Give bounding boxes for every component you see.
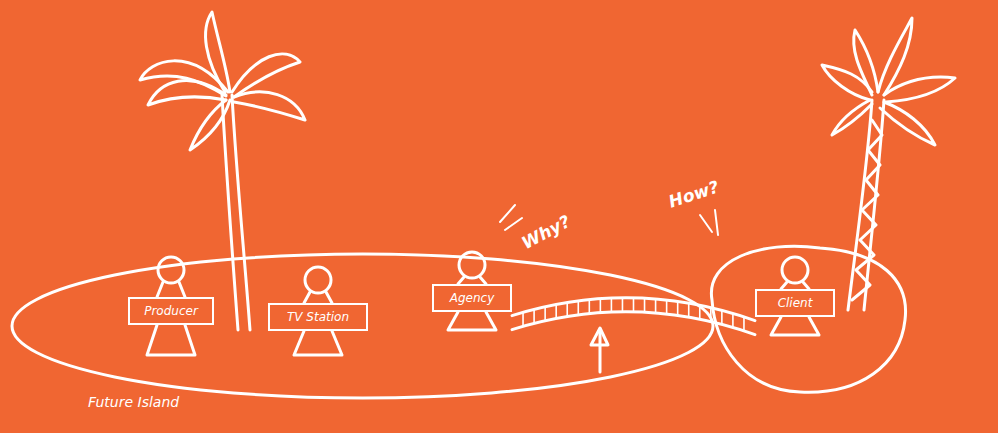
bridge-connector bbox=[512, 298, 755, 335]
person-node: TV Station bbox=[268, 265, 368, 355]
question-note: Why? bbox=[518, 211, 573, 253]
person-node: Client bbox=[755, 255, 835, 335]
palm-tree bbox=[822, 18, 955, 310]
island-node: Future Island Producer TV Station Agency bbox=[10, 252, 715, 422]
name-sign: TV Station bbox=[268, 303, 368, 331]
island-name: Future Island bbox=[88, 394, 179, 410]
pointer-arrow bbox=[591, 328, 608, 372]
question-note: How? bbox=[666, 177, 721, 212]
name-sign: Agency bbox=[432, 284, 512, 312]
person-node: Agency bbox=[432, 250, 512, 330]
person-node: Producer bbox=[128, 255, 214, 355]
palm-tree bbox=[140, 12, 305, 330]
island-outline bbox=[711, 246, 905, 392]
name-sign: Producer bbox=[128, 297, 214, 325]
name-sign: Client bbox=[755, 289, 835, 317]
